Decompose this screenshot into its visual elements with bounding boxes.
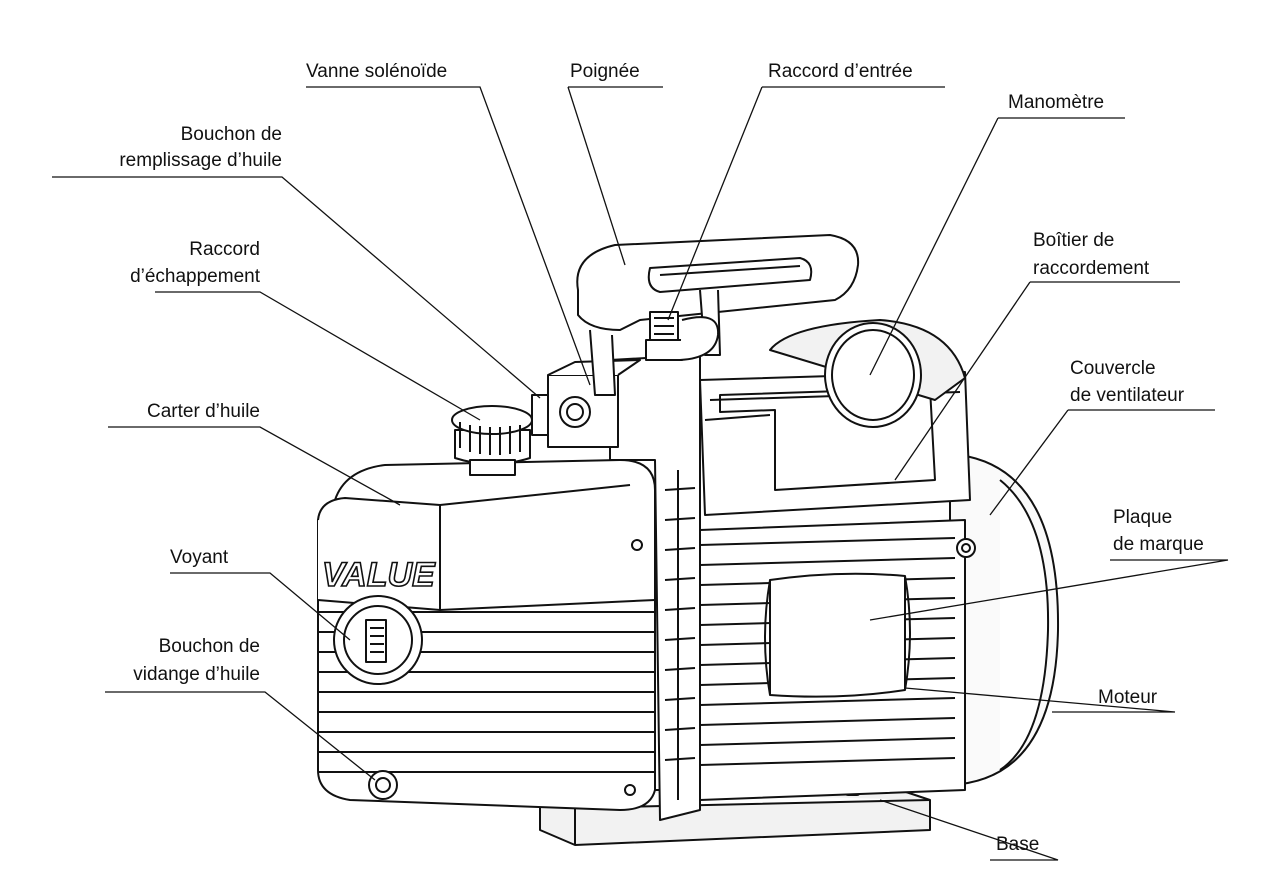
label-bouchon-remplissage-1: Bouchon de [180,124,282,145]
label-carter-huile: Carter d’huile [147,401,260,422]
oil-fill-cap [451,405,533,476]
oil-case [317,459,656,811]
label-poignee: Poignée [570,61,640,82]
label-plaque-2: de marque [1113,534,1204,555]
label-couvercle-1: Couvercle [1070,358,1156,379]
leader-plaque [869,559,1229,621]
leader-bouchon-remplissage [52,176,541,399]
oil-sight-glass [333,595,423,685]
label-plaque-1: Plaque [1113,507,1173,528]
label-voyant: Voyant [170,547,229,568]
label-boitier-2: raccordement [1033,258,1150,279]
manometer [769,319,966,428]
leader-boitier [894,281,1031,481]
leader-raccord-entree [667,86,763,321]
leader-voyant [170,572,351,641]
leader-vanne-solenoide [306,86,591,386]
leader-poignee [567,86,626,266]
leader-bouchon-vidange [105,691,376,781]
inlet-fitting [645,311,720,361]
label-bouchon-vidange-1: Bouchon de [158,636,260,657]
label-boitier-1: Boîtier de [1033,230,1115,251]
leader-manometre [869,117,999,376]
label-moteur: Moteur [1098,687,1158,708]
brand-logo: VALUE [322,556,436,594]
label-base: Base [996,834,1040,855]
label-couvercle-2: de ventilateur [1070,385,1185,406]
label-bouchon-remplissage-2: remplissage d’huile [119,150,282,171]
label-raccord-echappement-1: Raccord [189,239,260,260]
leader-carter-huile [108,426,401,506]
label-vanne-solenoide: Vanne solénoïde [306,61,448,82]
leader-couvercle [989,409,1069,516]
label-raccord-entree: Raccord d’entrée [768,61,913,82]
leader-raccord-echappement [155,291,481,421]
label-raccord-echappement-2: d’échappement [130,266,260,287]
leader-base [879,799,1059,861]
label-manometre: Manomètre [1008,92,1105,113]
label-bouchon-vidange-2: vidange d’huile [133,664,260,685]
leader-moteur [904,687,1176,713]
oil-drain-plug [368,770,398,800]
leader-lines [52,86,1229,861]
